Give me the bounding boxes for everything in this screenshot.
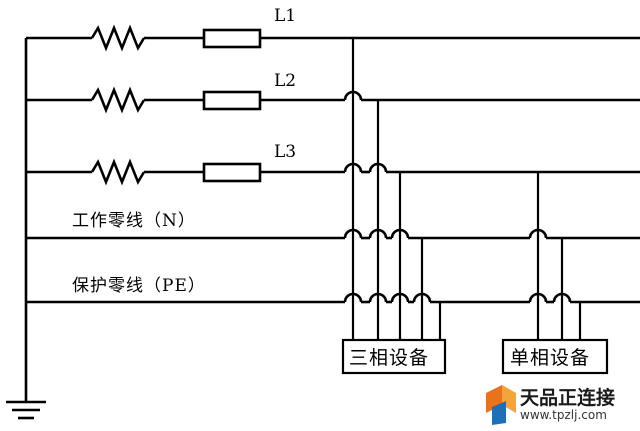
fuse-icon [202,90,262,111]
label-neutral: 工作零线（N） [72,211,196,231]
single-phase-drops [536,172,582,340]
logo-icon [486,385,516,425]
single-phase-box [501,338,609,375]
fuse-icon [202,28,262,49]
resistor-icon [90,86,146,114]
watermark-url: www.tpzlj.com [520,408,607,422]
single-phase-label: 单相设备 [510,347,591,369]
label-l1: L1 [274,6,297,26]
three-phase-box [341,338,447,375]
line-l3 [26,158,640,186]
label-protective: 保护零线（PE） [72,276,206,296]
three-phase-label: 三相设备 [349,347,430,369]
resistor-icon [90,24,146,52]
line-l2 [26,86,640,114]
fuse-icon [202,162,262,183]
ground-icon [6,400,46,420]
label-l2: L2 [274,71,297,91]
label-l3: L3 [274,142,297,162]
three-phase-drops [351,38,442,340]
watermark: 天品正连接 www.tpzlj.com [484,381,640,429]
line-protective [26,292,640,304]
resistor-icon [90,158,146,186]
line-neutral [26,228,640,240]
watermark-title: 天品正连接 [520,387,616,409]
line-l1 [26,24,640,52]
